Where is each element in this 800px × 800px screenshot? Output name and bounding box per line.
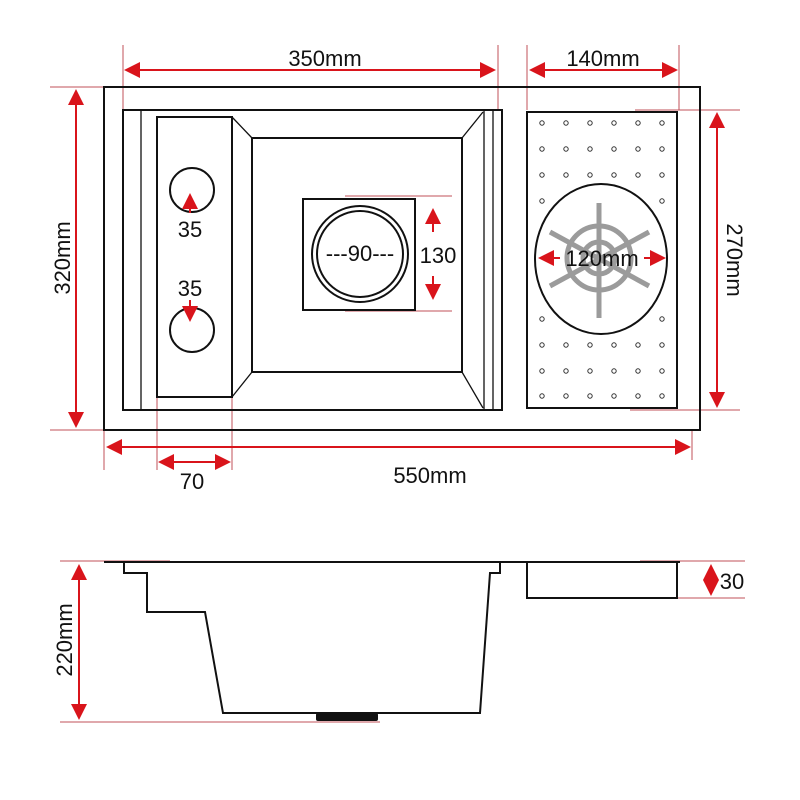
- perforation-dot: [587, 393, 593, 399]
- perforation-dot: [635, 393, 641, 399]
- perforation-dot: [539, 120, 545, 126]
- bowl-outline: [122, 109, 503, 411]
- perforation-dot: [611, 368, 617, 374]
- dim-bowl-width: 350mm: [288, 46, 361, 71]
- drainboard-perforations: [539, 120, 665, 399]
- dim-depth: 220mm: [52, 603, 77, 676]
- perforation-dot: [587, 368, 593, 374]
- dim-drainboard-depth: 270mm: [722, 223, 747, 296]
- perforation-dot: [659, 146, 665, 152]
- dim-drain-square: 130: [420, 243, 457, 268]
- perforation-dot: [587, 120, 593, 126]
- accessory-tray: [156, 116, 233, 398]
- dim-total-depth: 320mm: [50, 221, 75, 294]
- drain-outer-ring: [311, 205, 409, 303]
- side-view: 220mm 30: [52, 560, 745, 723]
- perforation-dot: [587, 342, 593, 348]
- perforation-dot: [563, 393, 569, 399]
- drain-inner-ring: [316, 210, 404, 298]
- perforation-dot: [659, 368, 665, 374]
- perforation-dot: [611, 120, 617, 126]
- perforation-dot: [539, 146, 545, 152]
- dim-hole-bottom: 35: [178, 276, 202, 301]
- strainer-grate-icon: [548, 203, 651, 318]
- perforation-dot: [563, 172, 569, 178]
- bowl-profile: [123, 562, 501, 714]
- perforation-dot: [563, 120, 569, 126]
- drain-outlet: [316, 713, 378, 721]
- bowl-floor: [251, 137, 463, 373]
- top-dimensions: 350mm 140mm 320mm 270mm 550mm 70 35 35 -…: [50, 46, 747, 494]
- perforation-dot: [563, 342, 569, 348]
- perforation-dot: [659, 393, 665, 399]
- dim-tray-width: 70: [180, 469, 204, 494]
- top-view: [103, 86, 701, 431]
- dim-total-width: 550mm: [393, 463, 466, 488]
- drainboard: [526, 111, 678, 409]
- sink-outer-outline: [103, 86, 701, 431]
- perforation-dot: [659, 172, 665, 178]
- perforation-dot: [539, 316, 545, 322]
- dim-drain-diameter: ---90---: [326, 241, 394, 266]
- dim-strainer-diameter: 120mm: [565, 246, 638, 271]
- perforation-dot: [611, 342, 617, 348]
- strainer-outline: [534, 183, 668, 335]
- perforation-dot: [611, 393, 617, 399]
- faucet-hole-bottom: [169, 307, 215, 353]
- perforation-dot: [611, 146, 617, 152]
- perforation-dot: [659, 198, 665, 204]
- perforation-dot: [635, 146, 641, 152]
- perforation-dot: [587, 146, 593, 152]
- perforation-dot: [563, 368, 569, 374]
- perforation-dot: [563, 146, 569, 152]
- perforation-dot: [659, 342, 665, 348]
- perforation-dot: [635, 120, 641, 126]
- perforation-dot: [659, 120, 665, 126]
- perforation-dot: [635, 368, 641, 374]
- dim-drainboard-height: 30: [720, 569, 744, 594]
- perforation-dot: [539, 342, 545, 348]
- drain-square: [302, 198, 416, 311]
- perforation-dot: [539, 172, 545, 178]
- dim-drainboard-width: 140mm: [566, 46, 639, 71]
- faucet-hole-top: [169, 167, 215, 213]
- perforation-dot: [659, 316, 665, 322]
- perforation-dot: [539, 393, 545, 399]
- perforation-dot: [635, 172, 641, 178]
- perforation-dot: [635, 342, 641, 348]
- perforation-dot: [587, 172, 593, 178]
- dim-hole-top: 35: [178, 217, 202, 242]
- drainboard-profile: [526, 562, 678, 599]
- perforation-dot: [539, 368, 545, 374]
- perforation-dot: [611, 172, 617, 178]
- perforation-dot: [539, 198, 545, 204]
